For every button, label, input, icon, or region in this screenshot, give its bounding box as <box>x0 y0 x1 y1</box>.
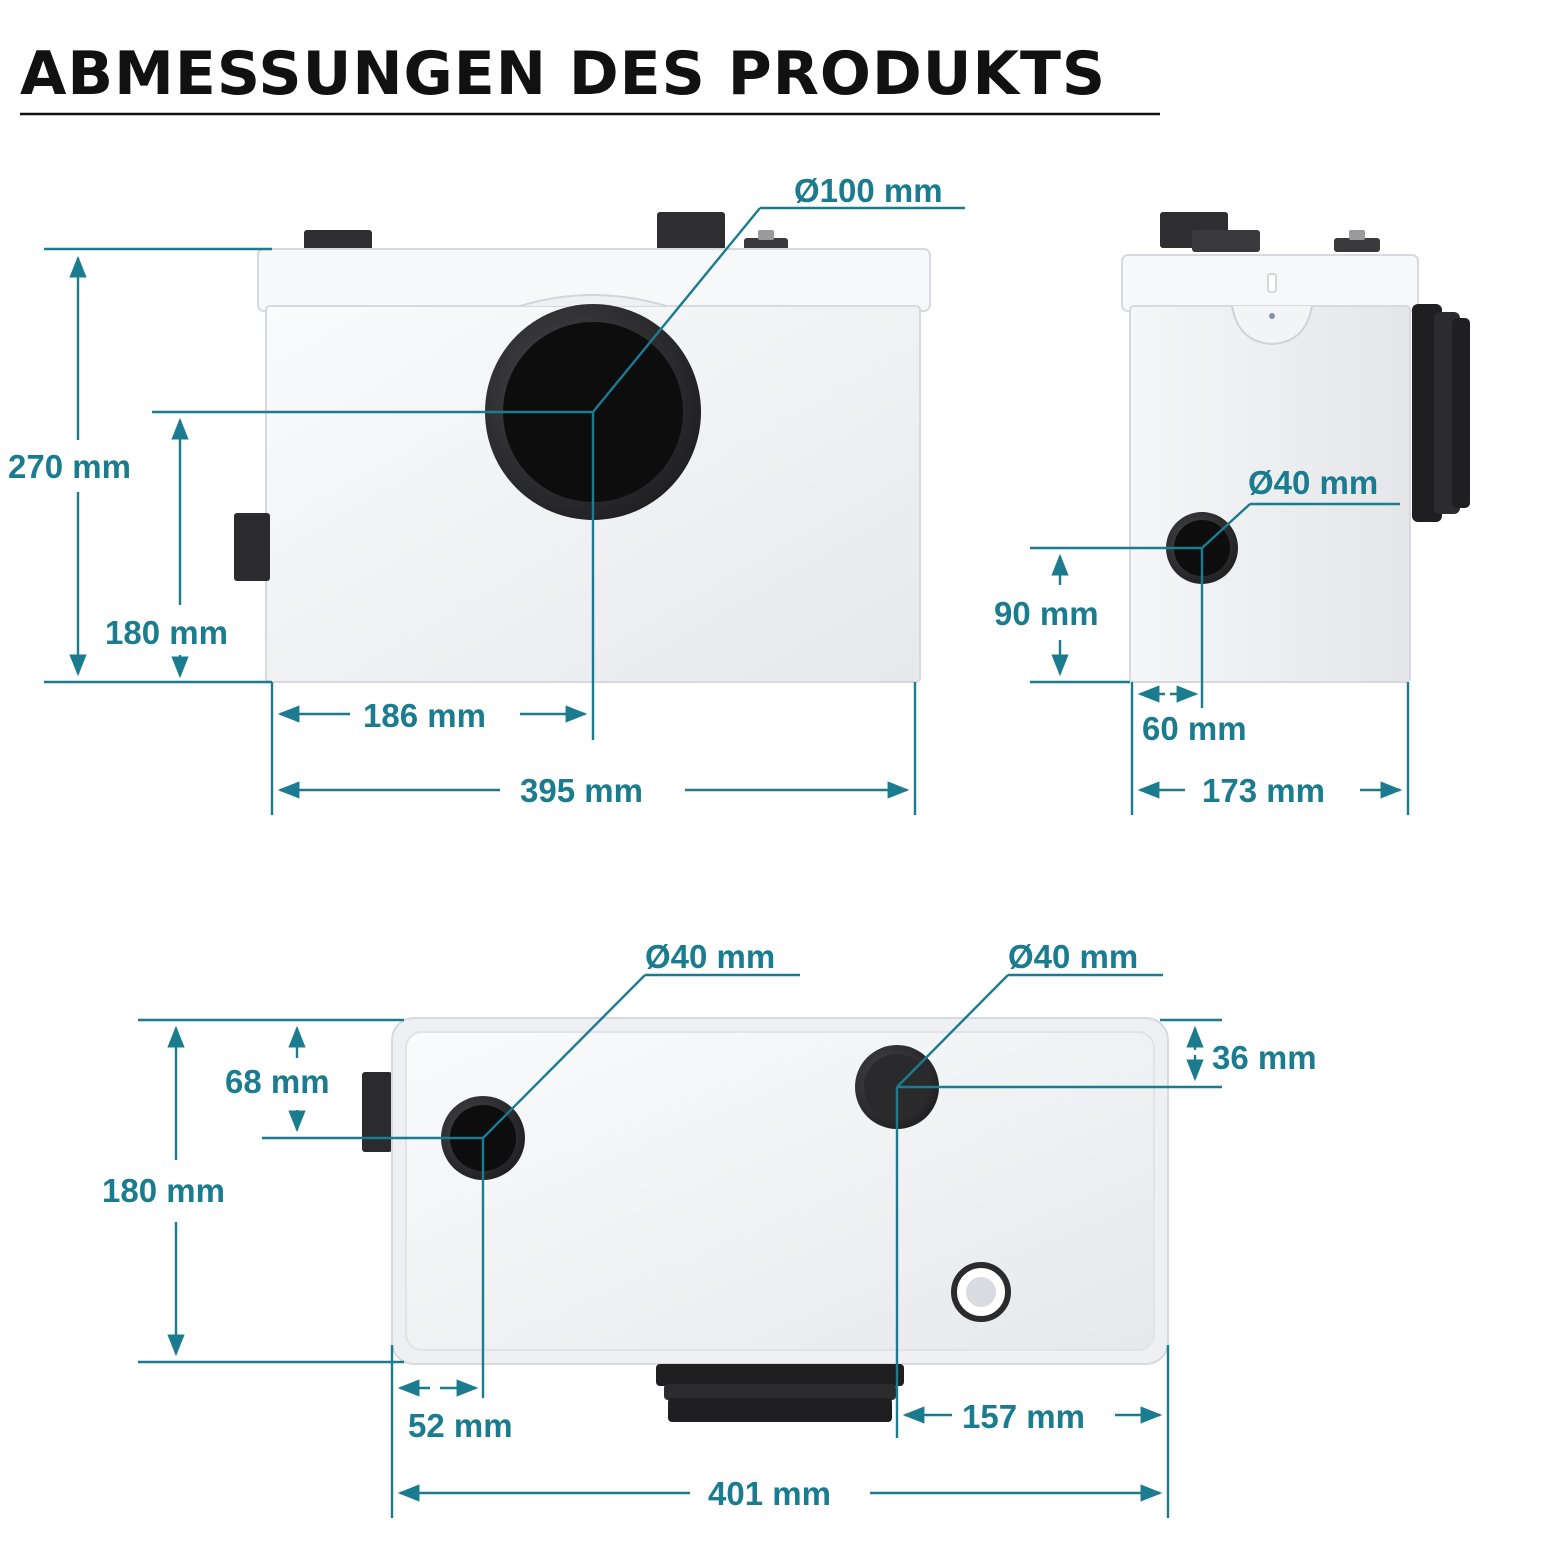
inlet-offset-label: 186 mm <box>363 697 486 734</box>
latch-slot <box>1267 273 1277 293</box>
side-outlet-pipe <box>234 513 270 581</box>
bellows-ring <box>1452 318 1470 508</box>
indicator-dot <box>1269 313 1275 319</box>
bellows-ring <box>668 1398 892 1422</box>
right-inlet-offset-label: 157 mm <box>962 1398 1085 1435</box>
inlet-height-label: 180 mm <box>105 614 228 651</box>
front-view <box>234 212 931 683</box>
vent-port-center <box>966 1277 996 1307</box>
side-inlet-height-label: 90 mm <box>994 595 1099 632</box>
front-dimension-labels: 270 mm Ø100 mm 180 mm 186 mm 395 mm <box>8 172 943 809</box>
width-label: 401 mm <box>708 1475 831 1512</box>
left-inlet-depth-label: 68 mm <box>225 1063 330 1100</box>
bellows-pipe <box>656 1364 904 1386</box>
depth-label: 173 mm <box>1202 772 1325 809</box>
depth-label: 180 mm <box>102 1172 225 1209</box>
vent-screw <box>1349 230 1365 240</box>
side-dimension-labels: Ø40 mm 90 mm 60 mm 173 mm <box>994 464 1378 809</box>
top-dimension-labels: Ø40 mm Ø40 mm 68 mm 36 mm 180 mm 52 mm 1… <box>102 938 1317 1512</box>
top-view <box>362 1017 1169 1422</box>
right-inlet-depth-label: 36 mm <box>1212 1039 1317 1076</box>
left-inlet-diameter-label: Ø40 mm <box>645 938 775 975</box>
width-label: 395 mm <box>520 772 643 809</box>
inlet-diameter-label: Ø100 mm <box>794 172 943 209</box>
front-dimensions <box>44 206 965 815</box>
left-inlet-offset-label: 52 mm <box>408 1407 513 1444</box>
top-dimensions <box>138 973 1222 1518</box>
page-title: ABMESSUNGEN DES PRODUKTS <box>20 39 1106 109</box>
side-inlet-diameter-label: Ø40 mm <box>1248 464 1378 501</box>
side-inlet-offset-label: 60 mm <box>1142 710 1247 747</box>
side-dimensions <box>1030 502 1410 815</box>
vent-cap <box>1334 238 1380 252</box>
inlet-collar <box>519 294 667 307</box>
top-pipe-stub <box>1192 230 1260 252</box>
side-outlet-pipe <box>362 1072 392 1152</box>
right-inlet-diameter-label: Ø40 mm <box>1008 938 1138 975</box>
height-label: 270 mm <box>8 448 131 485</box>
bellows-ring <box>664 1384 896 1400</box>
top-pipe-stub <box>304 230 372 252</box>
vent-screw <box>758 230 774 240</box>
side-view <box>1121 212 1470 683</box>
lid-latch <box>1231 305 1313 346</box>
top-pipe-stub <box>657 212 725 252</box>
lid-panel <box>405 1031 1155 1351</box>
